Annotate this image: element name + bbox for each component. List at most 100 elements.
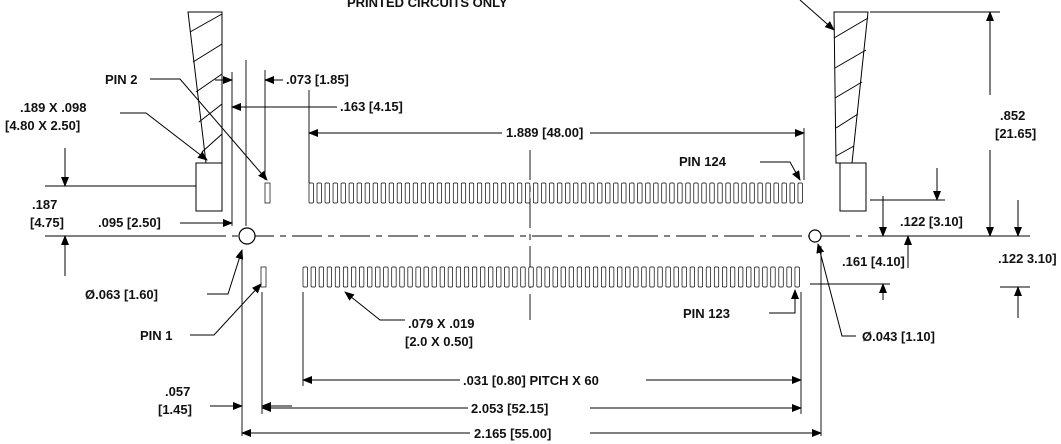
centerlines <box>196 150 1015 320</box>
pad-top <box>725 182 731 204</box>
pad-bottom <box>673 266 679 288</box>
pad-top <box>797 182 803 204</box>
mounting-hole-right <box>808 229 822 243</box>
pad-bottom <box>689 266 695 288</box>
pad-bottom <box>415 266 421 288</box>
label-dim-189-1: .189 X .098 <box>20 100 87 115</box>
pad-bottom <box>649 266 655 288</box>
pad-top <box>613 182 619 204</box>
pad-bottom <box>463 266 470 288</box>
label-pin2: PIN 2 <box>105 72 138 87</box>
pad-bottom <box>351 266 357 288</box>
pad-top <box>316 182 322 204</box>
pin1-pad <box>260 266 267 288</box>
pad-top <box>396 182 402 204</box>
pad-top <box>452 182 459 204</box>
pad-top <box>621 182 627 204</box>
pad-bottom <box>504 266 510 288</box>
pad-top <box>565 182 571 204</box>
pad-top <box>709 182 715 204</box>
pad-bottom <box>423 266 429 288</box>
pad-top <box>436 182 443 204</box>
label-dim-161: .161 [4.10] <box>842 254 905 269</box>
pad-bottom <box>641 266 647 288</box>
pad-top <box>781 182 787 204</box>
pad-bottom <box>375 266 381 288</box>
pad-bottom <box>738 266 744 288</box>
pad-bottom <box>730 266 736 288</box>
pad-bottom <box>560 266 566 288</box>
label-dim-095: .095 [2.50] <box>98 215 161 230</box>
pad-bottom <box>480 266 486 288</box>
pad-top <box>509 182 515 204</box>
label-pitch: .031 [0.80] PITCH X 60 <box>463 373 599 388</box>
pad-top <box>701 182 707 204</box>
pad-top <box>388 182 394 204</box>
pad-bottom <box>318 266 324 288</box>
pad-bottom <box>609 266 615 288</box>
pad-bottom <box>657 266 663 288</box>
pad-bottom <box>431 266 437 288</box>
dimension-lines <box>45 0 1030 437</box>
pad-top <box>581 182 587 204</box>
pad-bottom <box>544 266 550 288</box>
pin2-pad <box>264 182 271 204</box>
pad-bottom <box>512 266 518 288</box>
label-dim-852-1: .852 <box>1000 108 1025 123</box>
pad-top <box>661 182 667 204</box>
pad-top <box>549 182 555 204</box>
pad-top <box>348 182 354 204</box>
pad-top <box>444 182 451 204</box>
pad-top <box>517 182 523 204</box>
label-dim-2165: 2.165 [55.00] <box>474 426 551 441</box>
label-dim-079-2: [2.0 X 0.50] <box>405 334 473 349</box>
pad-top <box>364 182 370 204</box>
label-dim-2053: 2.053 [52.15] <box>471 401 548 416</box>
pad-bottom <box>601 266 607 288</box>
pad-top <box>573 182 579 204</box>
label-dim-187-1: .187 <box>32 197 57 212</box>
pad-bottom <box>705 266 712 288</box>
pad-top <box>332 182 338 204</box>
pad-bottom <box>528 266 534 288</box>
pad-top <box>685 182 691 204</box>
label-pin123: PIN 123 <box>683 306 730 321</box>
pad-bottom <box>778 266 784 288</box>
pad-bottom <box>681 266 687 288</box>
pad-bottom <box>520 266 526 288</box>
pad-top <box>693 182 699 204</box>
pad-top <box>412 182 418 204</box>
pad-top <box>765 182 771 204</box>
pad-bottom <box>310 266 316 288</box>
pad-top <box>757 182 763 204</box>
mounting-hole-left <box>238 227 256 245</box>
label-dim-189-2: [4.80 X 2.50] <box>5 118 80 133</box>
pad-top <box>324 182 330 204</box>
label-pin1: PIN 1 <box>140 328 173 343</box>
pad-top <box>605 182 611 204</box>
pad-bottom <box>383 266 389 288</box>
header-note: PRINTED CIRCUITS ONLY <box>347 0 508 10</box>
pad-top <box>677 182 683 204</box>
pad-top <box>404 182 410 204</box>
pad-top <box>637 182 643 204</box>
label-dim-1889: 1.889 [48.00] <box>506 125 583 140</box>
pad-top <box>420 182 426 204</box>
pad-top <box>597 182 603 204</box>
pad-row-bottom <box>302 266 800 288</box>
label-dim-079-1: .079 X .019 <box>408 316 475 331</box>
pad-bottom <box>794 266 800 288</box>
pad-bottom <box>633 266 639 288</box>
pad-top <box>789 182 795 204</box>
pad-bottom <box>697 266 703 288</box>
label-dim-073: .073 [1.85] <box>286 72 349 87</box>
pad-top <box>380 182 386 204</box>
pad-top <box>485 182 491 204</box>
labels: PIN 2 .073 [1.85] .163 [4.15] .189 X .09… <box>5 72 1057 441</box>
pad-top <box>733 182 739 204</box>
pad-top <box>629 182 635 204</box>
pad-row-top <box>308 182 803 204</box>
pad-bottom <box>399 266 405 288</box>
pad-top <box>541 182 547 204</box>
pad-bottom <box>447 266 453 288</box>
